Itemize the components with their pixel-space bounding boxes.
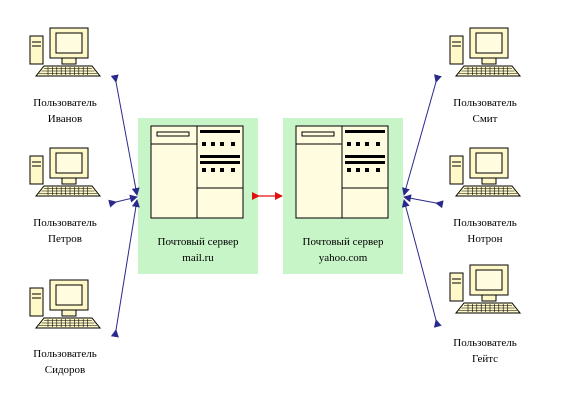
system-unit (29, 35, 44, 65)
monitor-stand (61, 57, 77, 65)
computer-icon (449, 264, 522, 314)
indicator-light (202, 168, 206, 172)
link-petrov-mailru (108, 194, 138, 208)
indicator-light (365, 168, 369, 172)
user-label-geyts: Пользователь Гейтс (420, 335, 550, 367)
user-name: Нотрон (467, 233, 503, 245)
user-role: Пользователь (453, 217, 517, 229)
user-role: Пользователь (33, 348, 97, 360)
indicator-light (356, 168, 360, 172)
slot-bar (345, 155, 385, 158)
indicator-light (220, 168, 224, 172)
monitor-screen (475, 269, 503, 291)
keyboard-keys (39, 67, 97, 75)
server-mail-ru (138, 118, 258, 274)
drive-bay (156, 131, 190, 137)
server-label-mail-ru: Почтовый сервер mail.ru (133, 234, 263, 266)
monitor-stand (481, 57, 497, 65)
user-name: Петров (48, 233, 82, 245)
server-yahoo-com (283, 118, 403, 274)
computer-icon (449, 27, 522, 77)
computer-icon (29, 27, 102, 77)
computer-icon (449, 147, 522, 197)
user-name: Сидоров (44, 364, 86, 376)
indicator-light (231, 168, 235, 172)
indicator-light (220, 142, 224, 146)
server-label-yahoo-com: Почтовый сервер yahoo.com (278, 234, 408, 266)
computer-icon (29, 279, 102, 329)
keyboard-keys (39, 319, 97, 327)
indicator-light (347, 142, 351, 146)
system-unit (449, 155, 464, 185)
monitor-screen (55, 284, 83, 306)
server-icon (150, 125, 244, 219)
indicator-light (365, 142, 369, 146)
indicator-light (231, 142, 235, 146)
keyboard-keys (459, 187, 517, 195)
monitor-stand (481, 294, 497, 302)
keyboard-keys (459, 67, 517, 75)
indicator-light (347, 168, 351, 172)
server-domain: yahoo.com (318, 252, 368, 264)
indicator-light (211, 168, 215, 172)
user-role: Пользователь (453, 337, 517, 349)
user-label-notron: Пользователь Нотрон (420, 215, 550, 247)
user-role: Пользователь (453, 97, 517, 109)
monitor-stand (61, 177, 77, 185)
monitor-screen (55, 152, 83, 174)
slot-bar (200, 155, 240, 158)
slot-bar (200, 161, 240, 164)
system-unit (449, 272, 464, 302)
user-label-smit: Пользователь Смит (420, 95, 550, 127)
user-label-ivanov: Пользователь Иванов (0, 95, 130, 127)
server-domain: mail.ru (182, 252, 214, 264)
indicator-light (211, 142, 215, 146)
indicator-light (376, 168, 380, 172)
user-name: Иванов (47, 113, 83, 125)
link-ivanov-mailru (110, 74, 140, 196)
user-name: Смит (472, 113, 498, 125)
monitor-screen (55, 32, 83, 54)
slot-bar (200, 130, 240, 133)
system-unit (449, 35, 464, 65)
monitor-stand (61, 309, 77, 317)
system-unit (29, 287, 44, 317)
drive-bay (301, 131, 335, 137)
indicator-light (202, 142, 206, 146)
server-title: Почтовый сервер (157, 236, 239, 248)
slot-bar (345, 161, 385, 164)
user-role: Пользователь (33, 97, 97, 109)
computer-icon (29, 147, 102, 197)
monitor-screen (475, 152, 503, 174)
keyboard-keys (459, 304, 517, 312)
link-sidorov-mailru (110, 199, 140, 338)
indicator-light (356, 142, 360, 146)
monitor-screen (475, 32, 503, 54)
user-label-petrov: Пользователь Петров (0, 215, 130, 247)
server-title: Почтовый сервер (302, 236, 384, 248)
user-label-sidorov: Пользователь Сидоров (0, 346, 130, 378)
slot-bar (345, 130, 385, 133)
link-smit-yahoo (402, 74, 442, 196)
link-notron-yahoo (403, 194, 444, 209)
monitor-stand (481, 177, 497, 185)
link-geyts-yahoo (401, 199, 442, 328)
user-name: Гейтс (471, 353, 499, 365)
indicator-light (376, 142, 380, 146)
user-role: Пользователь (33, 217, 97, 229)
server-icon (295, 125, 389, 219)
system-unit (29, 155, 44, 185)
keyboard-keys (39, 187, 97, 195)
